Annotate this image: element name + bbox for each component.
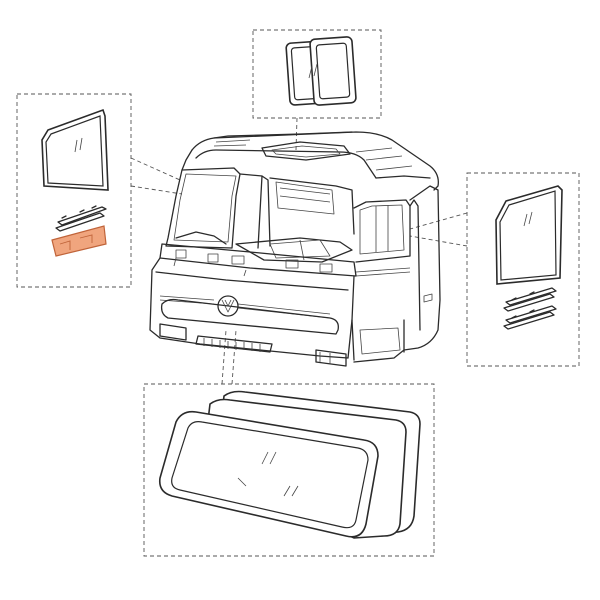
right-door-window-guide-strips [503,287,557,330]
roof-hatch-glass [285,36,357,106]
left-door-group-box [16,93,132,288]
windshield-glass [158,410,379,538]
left-door-window-guide-strips [55,205,107,232]
leader-lines [130,117,468,385]
leader-windshield-2 [231,329,237,385]
left-door-window-glass [41,108,109,191]
right-door-window-glass [495,185,563,285]
roof-hatch-group-box [252,29,382,119]
leader-left-door [130,185,183,195]
right-door-group-box [466,172,580,367]
truck-cab [149,131,441,367]
left-door-window-guide-strip [51,225,107,257]
leader-left-door-upper [130,157,181,181]
